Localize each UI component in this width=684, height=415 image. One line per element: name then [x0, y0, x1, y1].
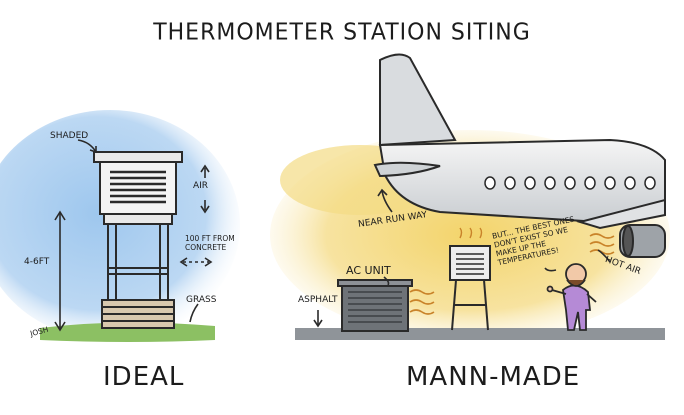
grass-arrow — [189, 303, 199, 323]
airplane-icon — [373, 53, 666, 258]
hot-air-arrow — [597, 249, 611, 263]
distance-label: 100 ft from concrete — [185, 234, 235, 252]
grass-label: Grass — [186, 295, 217, 305]
page-title: Thermometer Station Siting — [153, 19, 531, 46]
speech-pointer — [544, 267, 557, 272]
sited-station-icon — [449, 227, 491, 331]
ac-arrow — [383, 276, 390, 286]
scientist-figure-icon — [546, 263, 597, 331]
ideal-scene — [0, 110, 240, 342]
height-label: 4-6ft — [24, 257, 50, 267]
annotation-arrows — [54, 139, 213, 332]
ideal-heading: Ideal — [103, 362, 185, 392]
thermometer-shelter-icon — [93, 151, 183, 329]
air-label: Air — [193, 181, 209, 191]
shaded-arrow — [77, 139, 97, 153]
ac-unit-label: AC Unit — [346, 264, 391, 277]
ac-unit-icon — [337, 279, 413, 332]
runway-arrow — [381, 189, 393, 213]
asphalt-label: Asphalt — [298, 295, 338, 305]
jet-heat-lines — [409, 233, 615, 315]
right-annotation-arrows — [313, 188, 611, 328]
mann-made-heading: Mann-Made — [406, 362, 581, 392]
shaded-label: Shaded — [50, 131, 89, 141]
mann-made-scene — [270, 53, 670, 340]
